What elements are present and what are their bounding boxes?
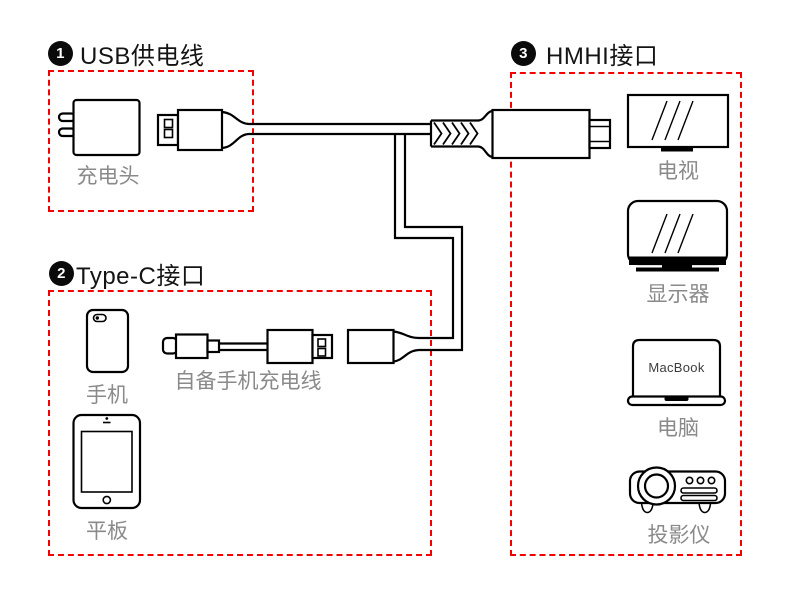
section-header-hdmi: 3 HMHI接口 [511,36,658,71]
section-title-hdmi: HMHI接口 [546,43,659,70]
monitor-label: 显示器 [646,283,710,306]
section-title-type-c: Type-C接口 [76,263,206,290]
projector-label: 投影仪 [647,524,711,547]
charger-label: 充电头 [76,165,140,188]
own-charging-cable-label: 自备手机充电线 [174,370,322,393]
section-title-usb-power: USB供电线 [80,43,205,70]
tablet-label: 平板 [86,520,128,543]
spring-strain-relief [429,109,493,159]
laptop-screen-text: MacBook [648,360,705,375]
section-number-2-badge: 2 [49,261,74,286]
section-header-usb-power: 1 USB供电线 [48,36,204,71]
section-number-3-badge: 3 [511,41,536,66]
computer-label: 电脑 [657,417,699,440]
usb-power-section-box [48,70,254,212]
section-number-1-badge: 1 [48,41,73,66]
main-cable [249,122,431,136]
hdmi-section-box [510,72,742,556]
tv-label: 电视 [657,160,699,183]
type-c-section-box [48,290,432,556]
section-header-type-c: 2 Type-C接口 [49,256,205,291]
phone-label: 手机 [86,384,128,407]
